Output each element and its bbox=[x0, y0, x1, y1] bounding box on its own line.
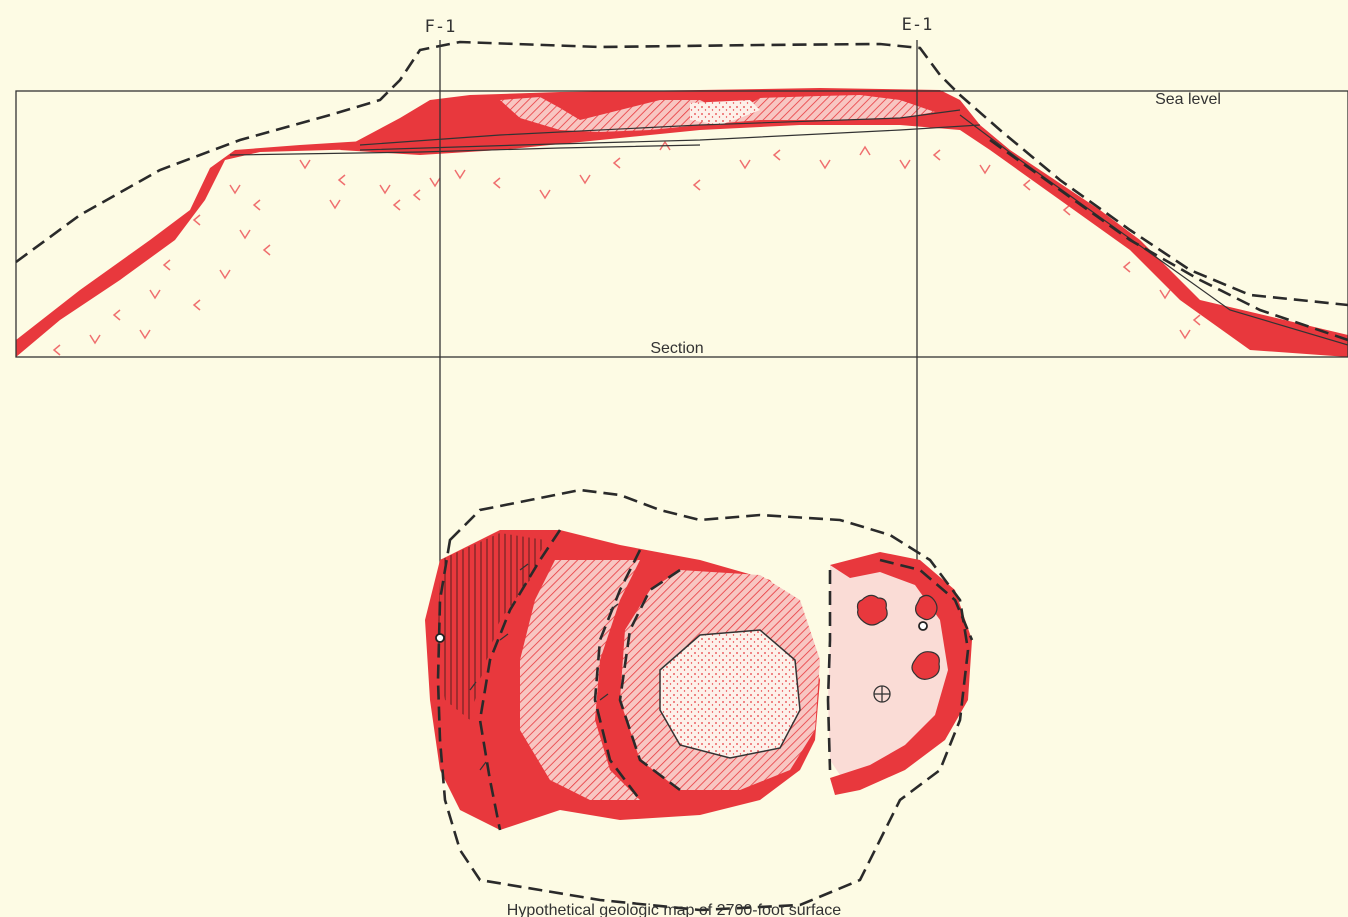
well-marker-f1 bbox=[436, 634, 444, 642]
crossed-circle-icon bbox=[874, 686, 890, 702]
reef-patch bbox=[916, 595, 937, 619]
reef-patch bbox=[858, 595, 888, 625]
section-label: Section bbox=[650, 340, 703, 357]
well-marker-e1 bbox=[919, 622, 927, 630]
well-label-f1: F-1 bbox=[425, 17, 456, 37]
upper-limestone-cap bbox=[340, 88, 1348, 357]
sea-level-label: Sea level bbox=[1155, 91, 1221, 108]
map-caption: Hypothetical geologic map of 2700-foot s… bbox=[507, 902, 842, 917]
cross-section bbox=[16, 42, 1348, 357]
left-flank-limestone bbox=[16, 140, 430, 357]
well-label-e1: E-1 bbox=[902, 15, 933, 35]
geologic-map bbox=[425, 490, 972, 910]
